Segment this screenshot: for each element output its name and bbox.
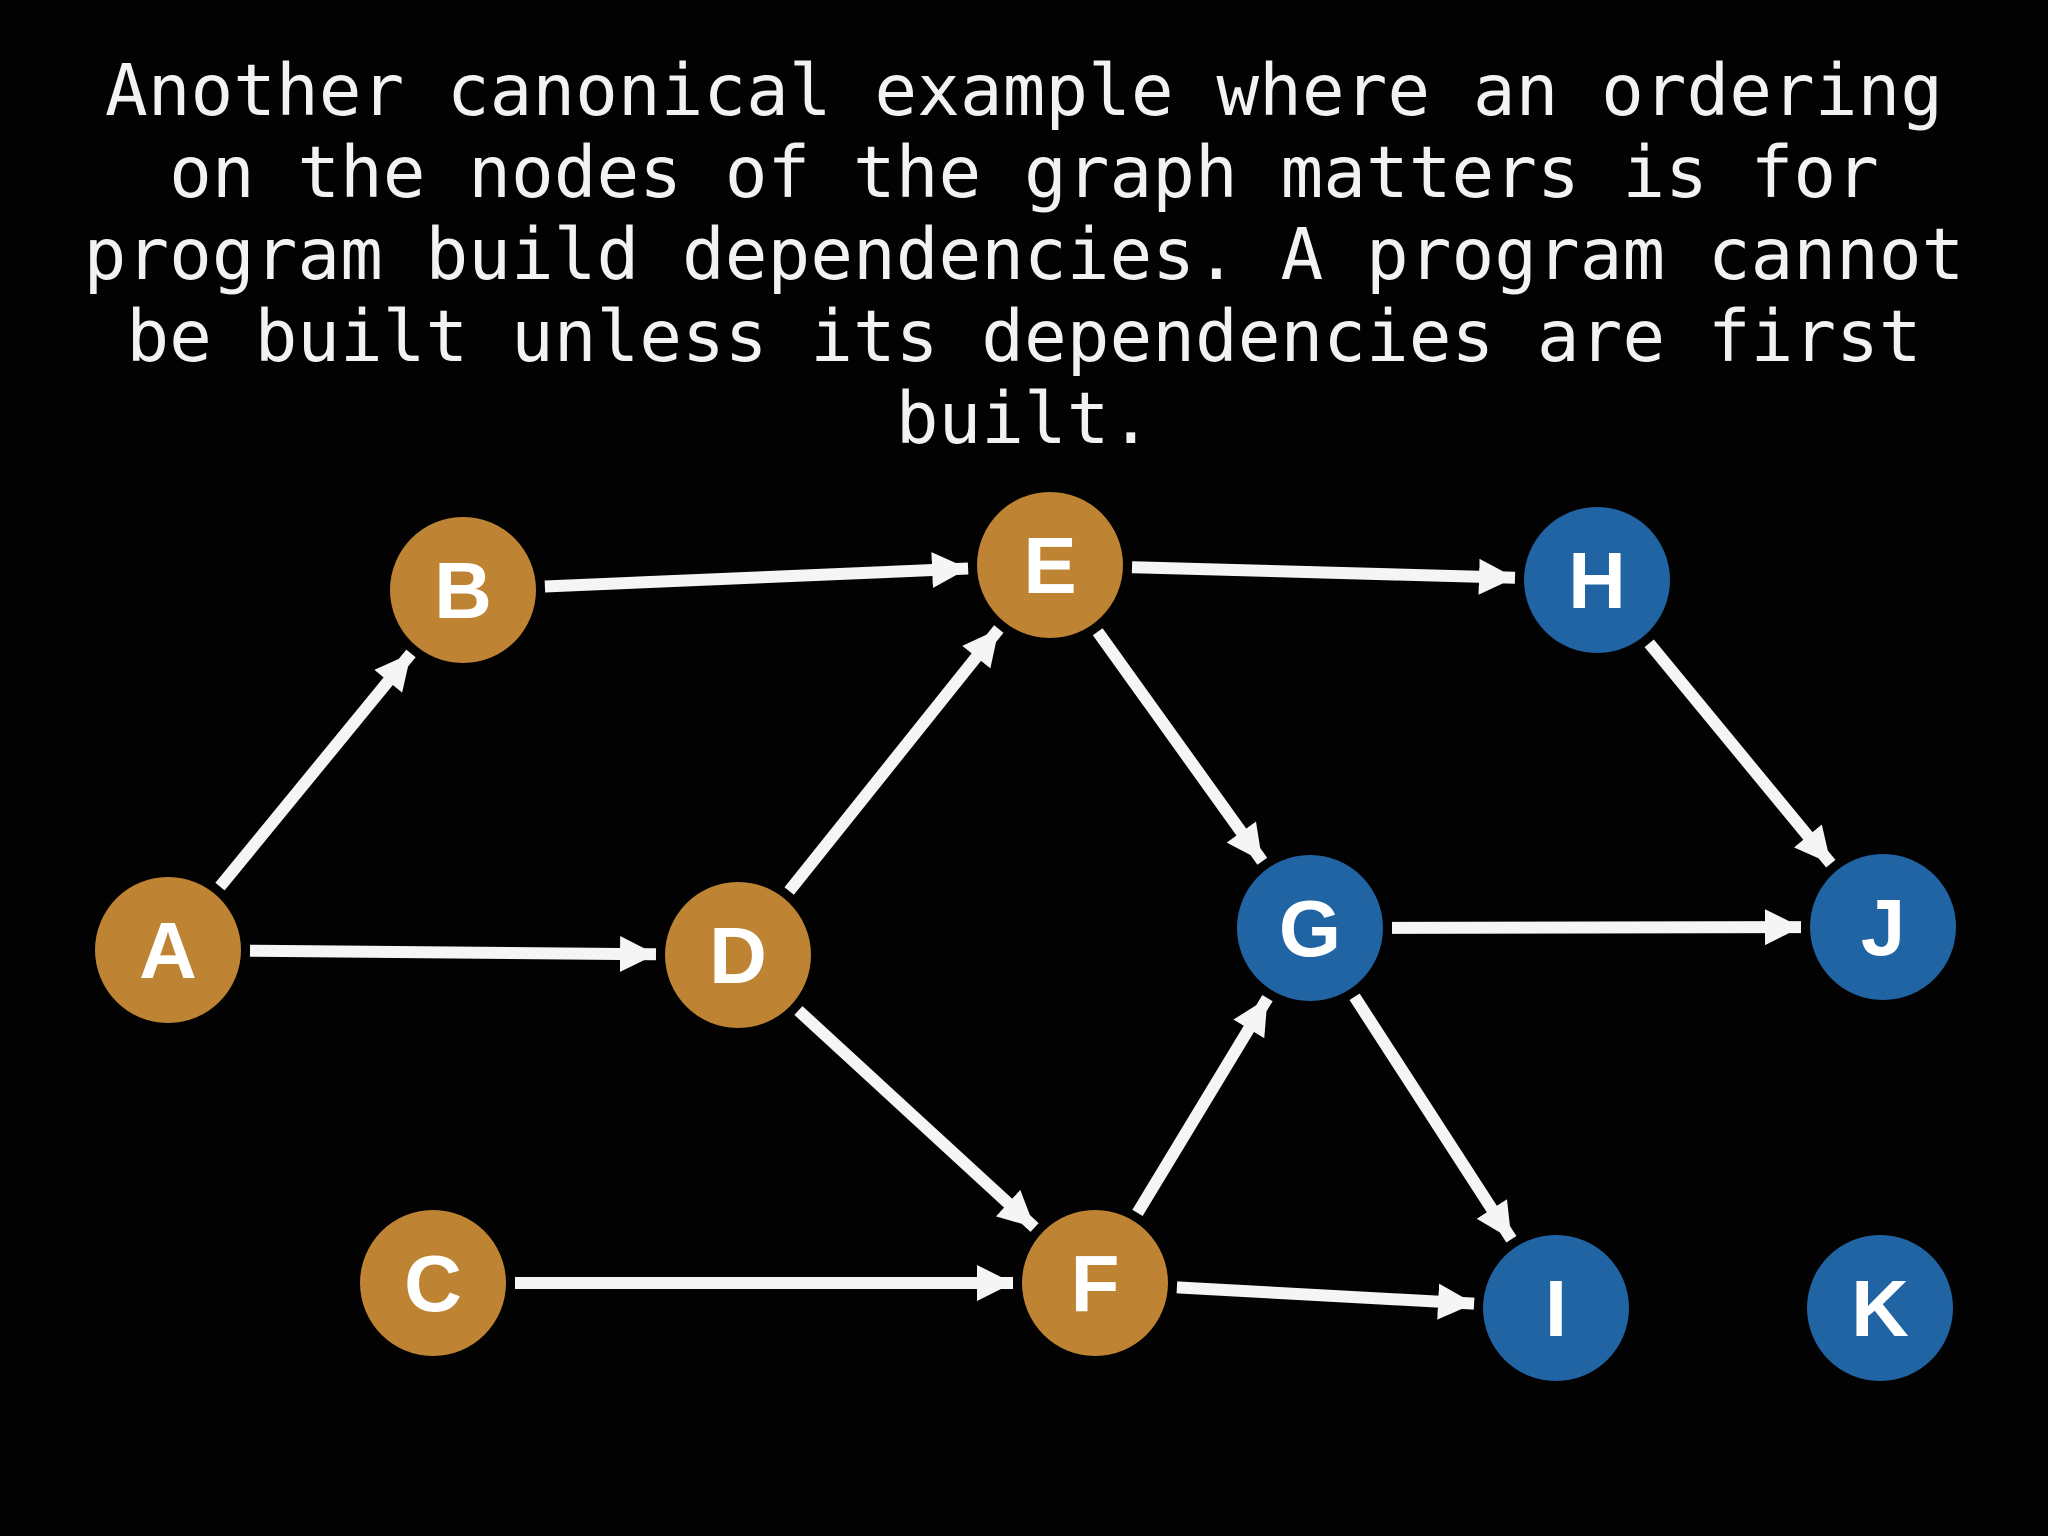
graph-node-label-C: C (404, 1239, 462, 1328)
graph-node-label-E: E (1023, 521, 1076, 610)
edge-F-I (1176, 1281, 1475, 1320)
graph-node-B (390, 517, 536, 663)
graph-node-G (1237, 855, 1383, 1001)
edge-F-G (1132, 994, 1273, 1217)
graph-node-J (1810, 854, 1956, 1000)
edge-E-G (1092, 628, 1268, 865)
graph-node-label-B: B (434, 546, 492, 635)
edge-G-I (1349, 993, 1517, 1243)
graph-node-label-D: D (709, 911, 767, 1000)
graph-node-F (1022, 1210, 1168, 1356)
graph-node-H (1524, 507, 1670, 653)
graph-node-C (360, 1210, 506, 1356)
graph-node-label-K: K (1851, 1264, 1909, 1353)
graph-node-D (665, 882, 811, 1028)
edge-H-J (1644, 639, 1836, 868)
edge-A-B (215, 649, 416, 891)
title-line-1: Another canonical example where an order… (104, 49, 1944, 132)
edge-D-F (794, 1006, 1039, 1232)
nodes-layer: A B C D E F G H I J K (95, 492, 1956, 1381)
title-line-5: built. (895, 377, 1153, 460)
edges-layer (215, 552, 1836, 1320)
edge-B-E (544, 552, 969, 593)
title-line-2: on the nodes of the graph matters is for (169, 131, 1879, 214)
graph-node-label-H: H (1568, 536, 1626, 625)
graph-node-label-A: A (139, 906, 197, 995)
edge-E-H (1131, 558, 1516, 595)
title-line-4: be built unless its dependencies are fir… (126, 295, 1922, 378)
slide-title: Another canonical example where an order… (0, 50, 2048, 460)
edge-A-D (249, 935, 657, 972)
graph-node-label-G: G (1279, 884, 1341, 973)
title-line-3: program build dependencies. A program ca… (83, 213, 1965, 296)
edge-G-J (1391, 909, 1802, 946)
graph-node-label-J: J (1861, 883, 1906, 972)
graph-node-K (1807, 1235, 1953, 1381)
graph-node-A (95, 877, 241, 1023)
edge-D-E (784, 625, 1004, 895)
graph-node-E (977, 492, 1123, 638)
graph-node-label-I: I (1545, 1264, 1567, 1353)
graph-node-I (1483, 1235, 1629, 1381)
graph-node-label-F: F (1071, 1239, 1120, 1328)
